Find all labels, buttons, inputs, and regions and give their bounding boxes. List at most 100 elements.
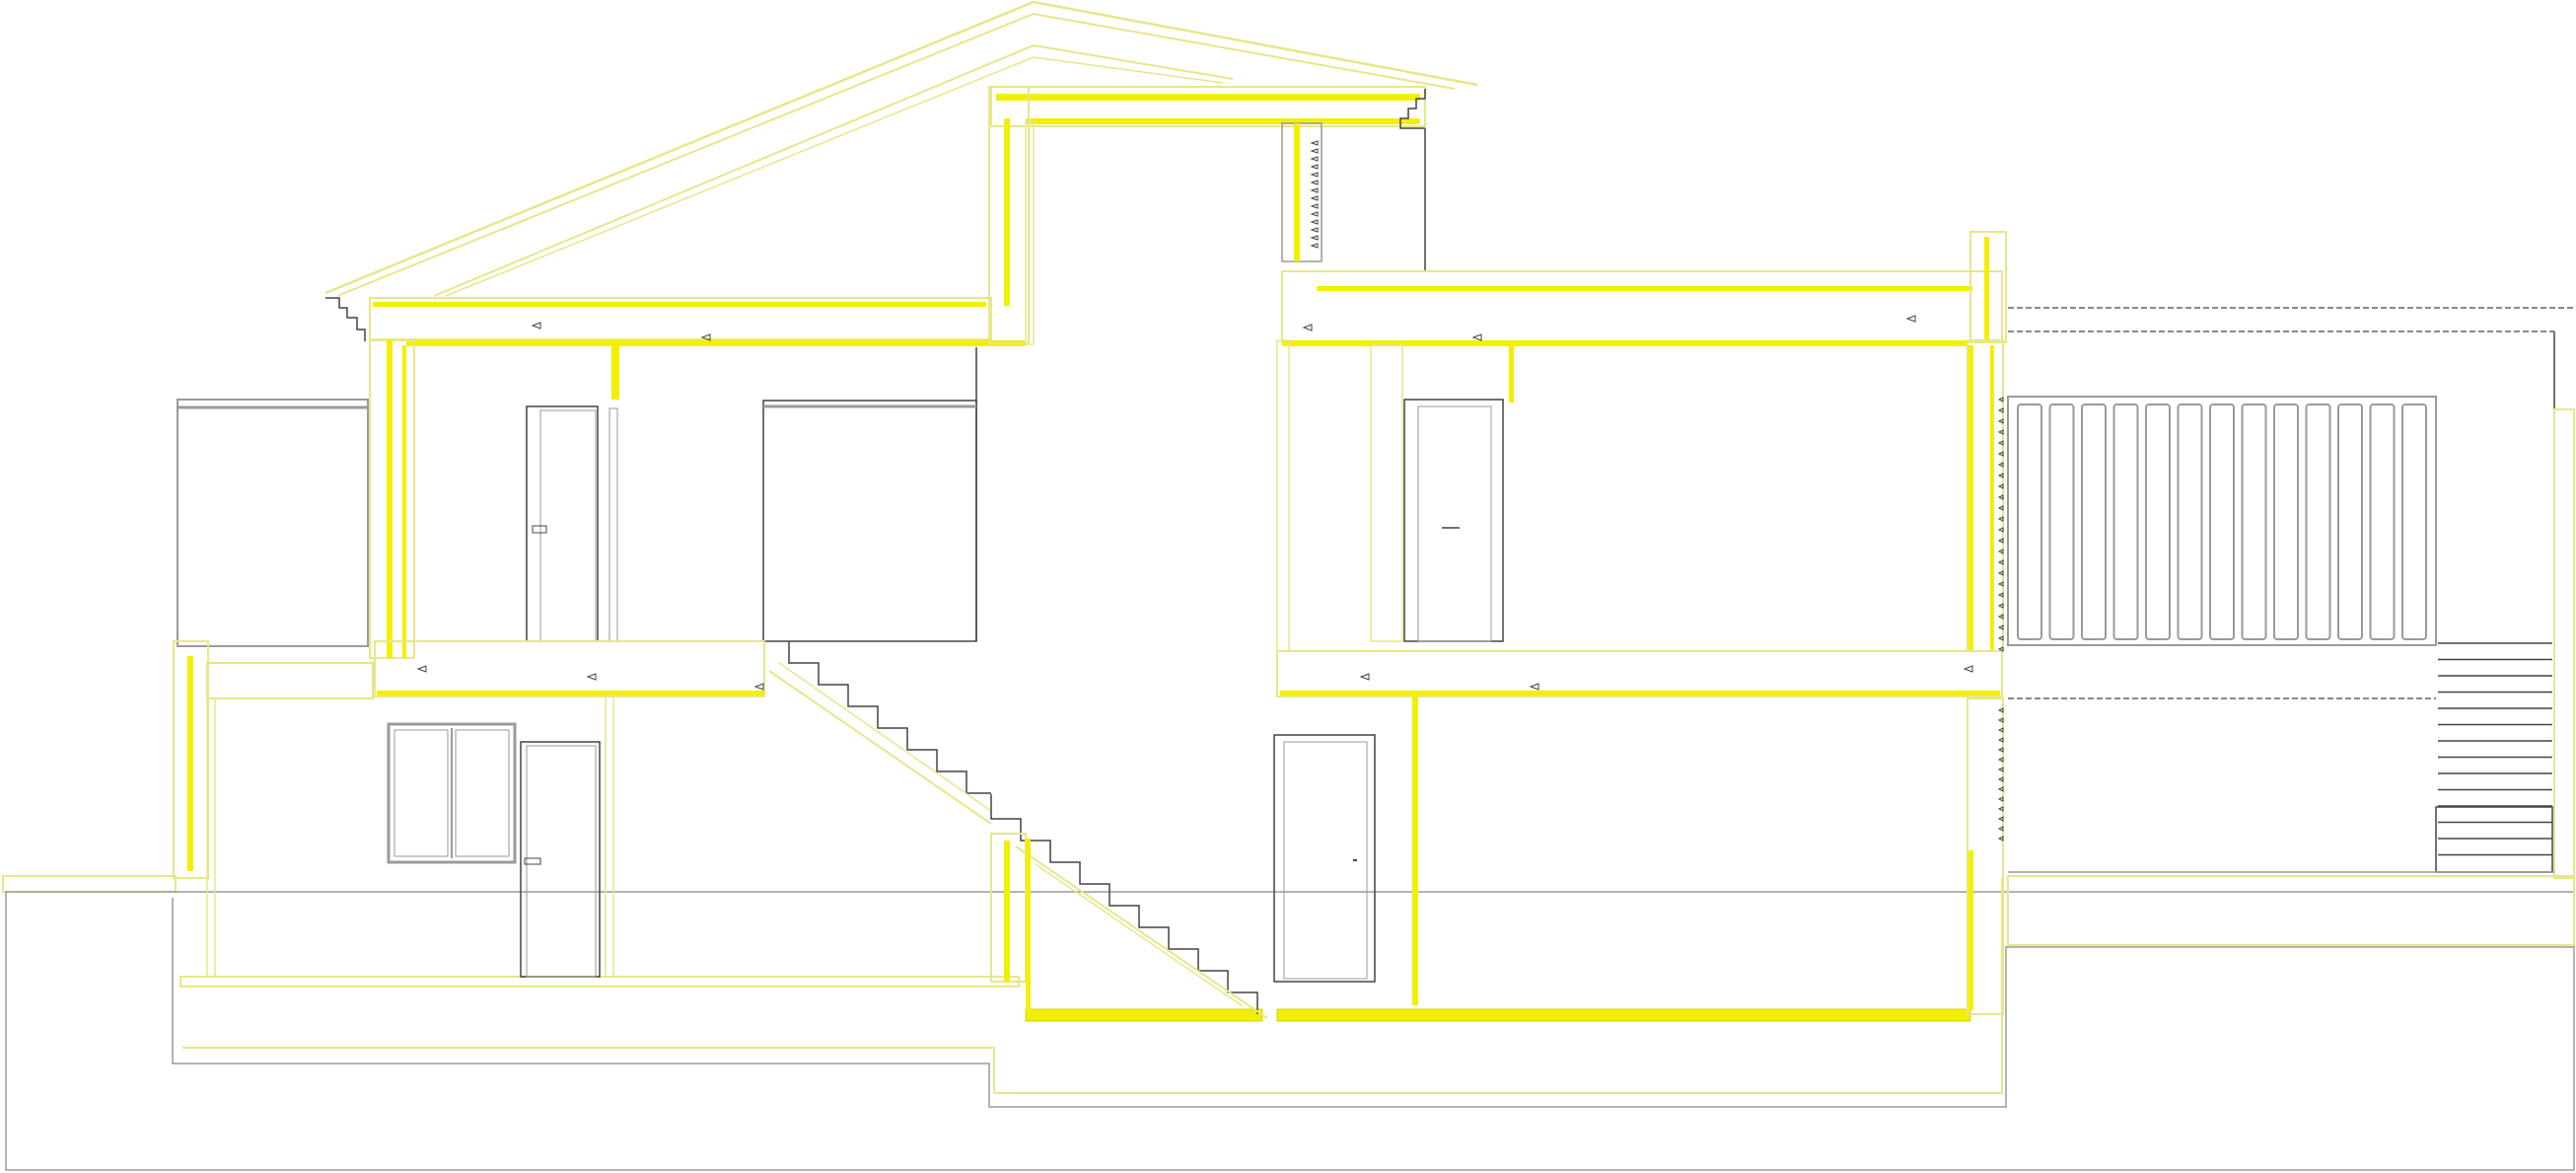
- right-roof-highlight-1: [1317, 286, 1972, 291]
- bracket-mark: [1997, 440, 2004, 446]
- pergola-slat: [2081, 403, 2107, 640]
- bracket-mark: [1310, 203, 1319, 209]
- right-ground-partition-highlight: [1412, 695, 1418, 1005]
- right-ground-right-highlight: [1968, 850, 1973, 1010]
- right-inner-left-wall: [1276, 339, 1290, 652]
- ground-left-inner-wall: [206, 697, 216, 978]
- ground-left-outer-wall-highlight: [187, 656, 193, 871]
- ground-window[interactable]: [387, 722, 517, 864]
- bracket-mark: [1310, 195, 1319, 201]
- upper-left-ceiling-highlight: [373, 302, 986, 307]
- bracket-mark: [1310, 156, 1319, 162]
- bracket-mark: [1310, 164, 1319, 170]
- pergola-slat: [2401, 403, 2427, 640]
- tower-eave-steps: [1399, 89, 1426, 129]
- bracket-mark: [1997, 737, 2004, 743]
- roof-outer-line: [324, 0, 1478, 295]
- level-marker-icon: [700, 333, 711, 341]
- tower-left-wall-highlight: [1004, 118, 1010, 306]
- level-marker-icon: [1471, 333, 1482, 341]
- bracket-mark: [1310, 235, 1319, 241]
- upper-left-partition: [611, 345, 619, 400]
- right-mid-highlight: [1280, 691, 2000, 696]
- right-ground-rooms: [1273, 695, 2004, 1015]
- stair-lower-flight: [990, 794, 1258, 1014]
- level-marker-icon: [753, 683, 764, 691]
- right-upper-door[interactable]: [1403, 399, 1504, 642]
- central-tower: [988, 86, 1426, 345]
- bracket-mark: [1997, 429, 2004, 435]
- bracket-mark: [1997, 646, 2004, 652]
- bracket-mark: [1997, 786, 2004, 792]
- bracket-mark: [1997, 747, 2004, 753]
- door-handle-icon: [532, 525, 547, 534]
- level-marker-icon: [531, 322, 541, 330]
- upper-left-door-frame: [608, 407, 618, 642]
- bracket-mark: [1997, 418, 2004, 424]
- pergola-slat: [2241, 403, 2267, 640]
- bracket-mark: [1310, 187, 1319, 193]
- bracket-mark: [1997, 592, 2004, 598]
- door-handle-icon: [524, 857, 541, 865]
- pergola-slat: [2305, 403, 2331, 640]
- right-mid-slab: [1276, 650, 2003, 697]
- downpipe-marks: [1310, 140, 2004, 842]
- tower-roof-highlight: [996, 94, 1420, 101]
- right-inner-partition: [1370, 344, 1403, 642]
- bracket-mark: [1310, 180, 1319, 185]
- bracket-mark: [1997, 397, 2004, 403]
- bracket-mark: [1997, 603, 2004, 609]
- level-marker-icon: [1963, 665, 1973, 673]
- right-roof-slab: [1281, 270, 2003, 343]
- tower-column-highlight: [1294, 123, 1300, 261]
- bracket-mark: [1997, 767, 2004, 772]
- ground-left-door[interactable]: [520, 741, 601, 978]
- tower-roof-slab: [990, 86, 1426, 127]
- right-ground-door-leaf: [1283, 741, 1368, 980]
- right-wall-highlight-2: [1990, 345, 1994, 651]
- right-floor-highlight: [1282, 340, 1968, 346]
- pergola-slat: [2017, 403, 2042, 640]
- ground-floor-slab-right-highlight: [1276, 1008, 1971, 1022]
- right-ground-door[interactable]: [1273, 734, 1376, 983]
- pergola-slats: [2017, 403, 2427, 640]
- stair-lower-stringer: [1015, 845, 1268, 1019]
- pergola-slat: [2177, 403, 2203, 640]
- pergola-slat: [2145, 403, 2171, 640]
- mid-floor-slab-left: [374, 640, 765, 697]
- stair-support-highlight: [1004, 841, 1010, 982]
- pergola-slat: [2048, 403, 2075, 640]
- ground-left-outer-wall: [173, 640, 209, 879]
- ground-window-pane-right: [455, 729, 510, 857]
- bracket-mark: [1310, 227, 1319, 233]
- upper-left-door-leaf: [539, 409, 597, 642]
- right-terrace-slab: [2007, 875, 2575, 946]
- level-marker-icon: [416, 665, 427, 673]
- staircase: [768, 641, 1268, 1019]
- stair-upper-stringer-2: [778, 662, 992, 812]
- upper-left-door[interactable]: [526, 405, 599, 642]
- ground-left-room: [173, 640, 614, 978]
- bracket-mark: [1997, 483, 2004, 489]
- bracket-mark: [1997, 538, 2004, 544]
- mid-floor-highlight: [377, 691, 764, 696]
- pergola-railing: [2007, 396, 2437, 646]
- upper-left-wall-left-highlight-2: [402, 345, 406, 658]
- mid-parapet: [762, 400, 977, 642]
- pergola-slat: [2112, 403, 2139, 640]
- bracket-mark: [1997, 635, 2004, 641]
- bracket-mark: [1997, 462, 2004, 468]
- right-pergola-terrace: [2007, 307, 2575, 879]
- bracket-mark: [1997, 570, 2004, 576]
- bracket-mark: [1997, 836, 2004, 842]
- bracket-mark: [1997, 549, 2004, 554]
- bracket-mark: [1997, 806, 2004, 812]
- bracket-mark: [1310, 148, 1319, 154]
- mid-floor-cantilever: [206, 662, 374, 699]
- left-balcony-parapet: [177, 399, 369, 647]
- bracket-mark: [1997, 624, 2004, 630]
- bracket-mark: [1310, 211, 1319, 217]
- upper-left-room: [177, 322, 977, 659]
- bracket-mark: [1997, 494, 2004, 500]
- bracket-mark: [1997, 505, 2004, 511]
